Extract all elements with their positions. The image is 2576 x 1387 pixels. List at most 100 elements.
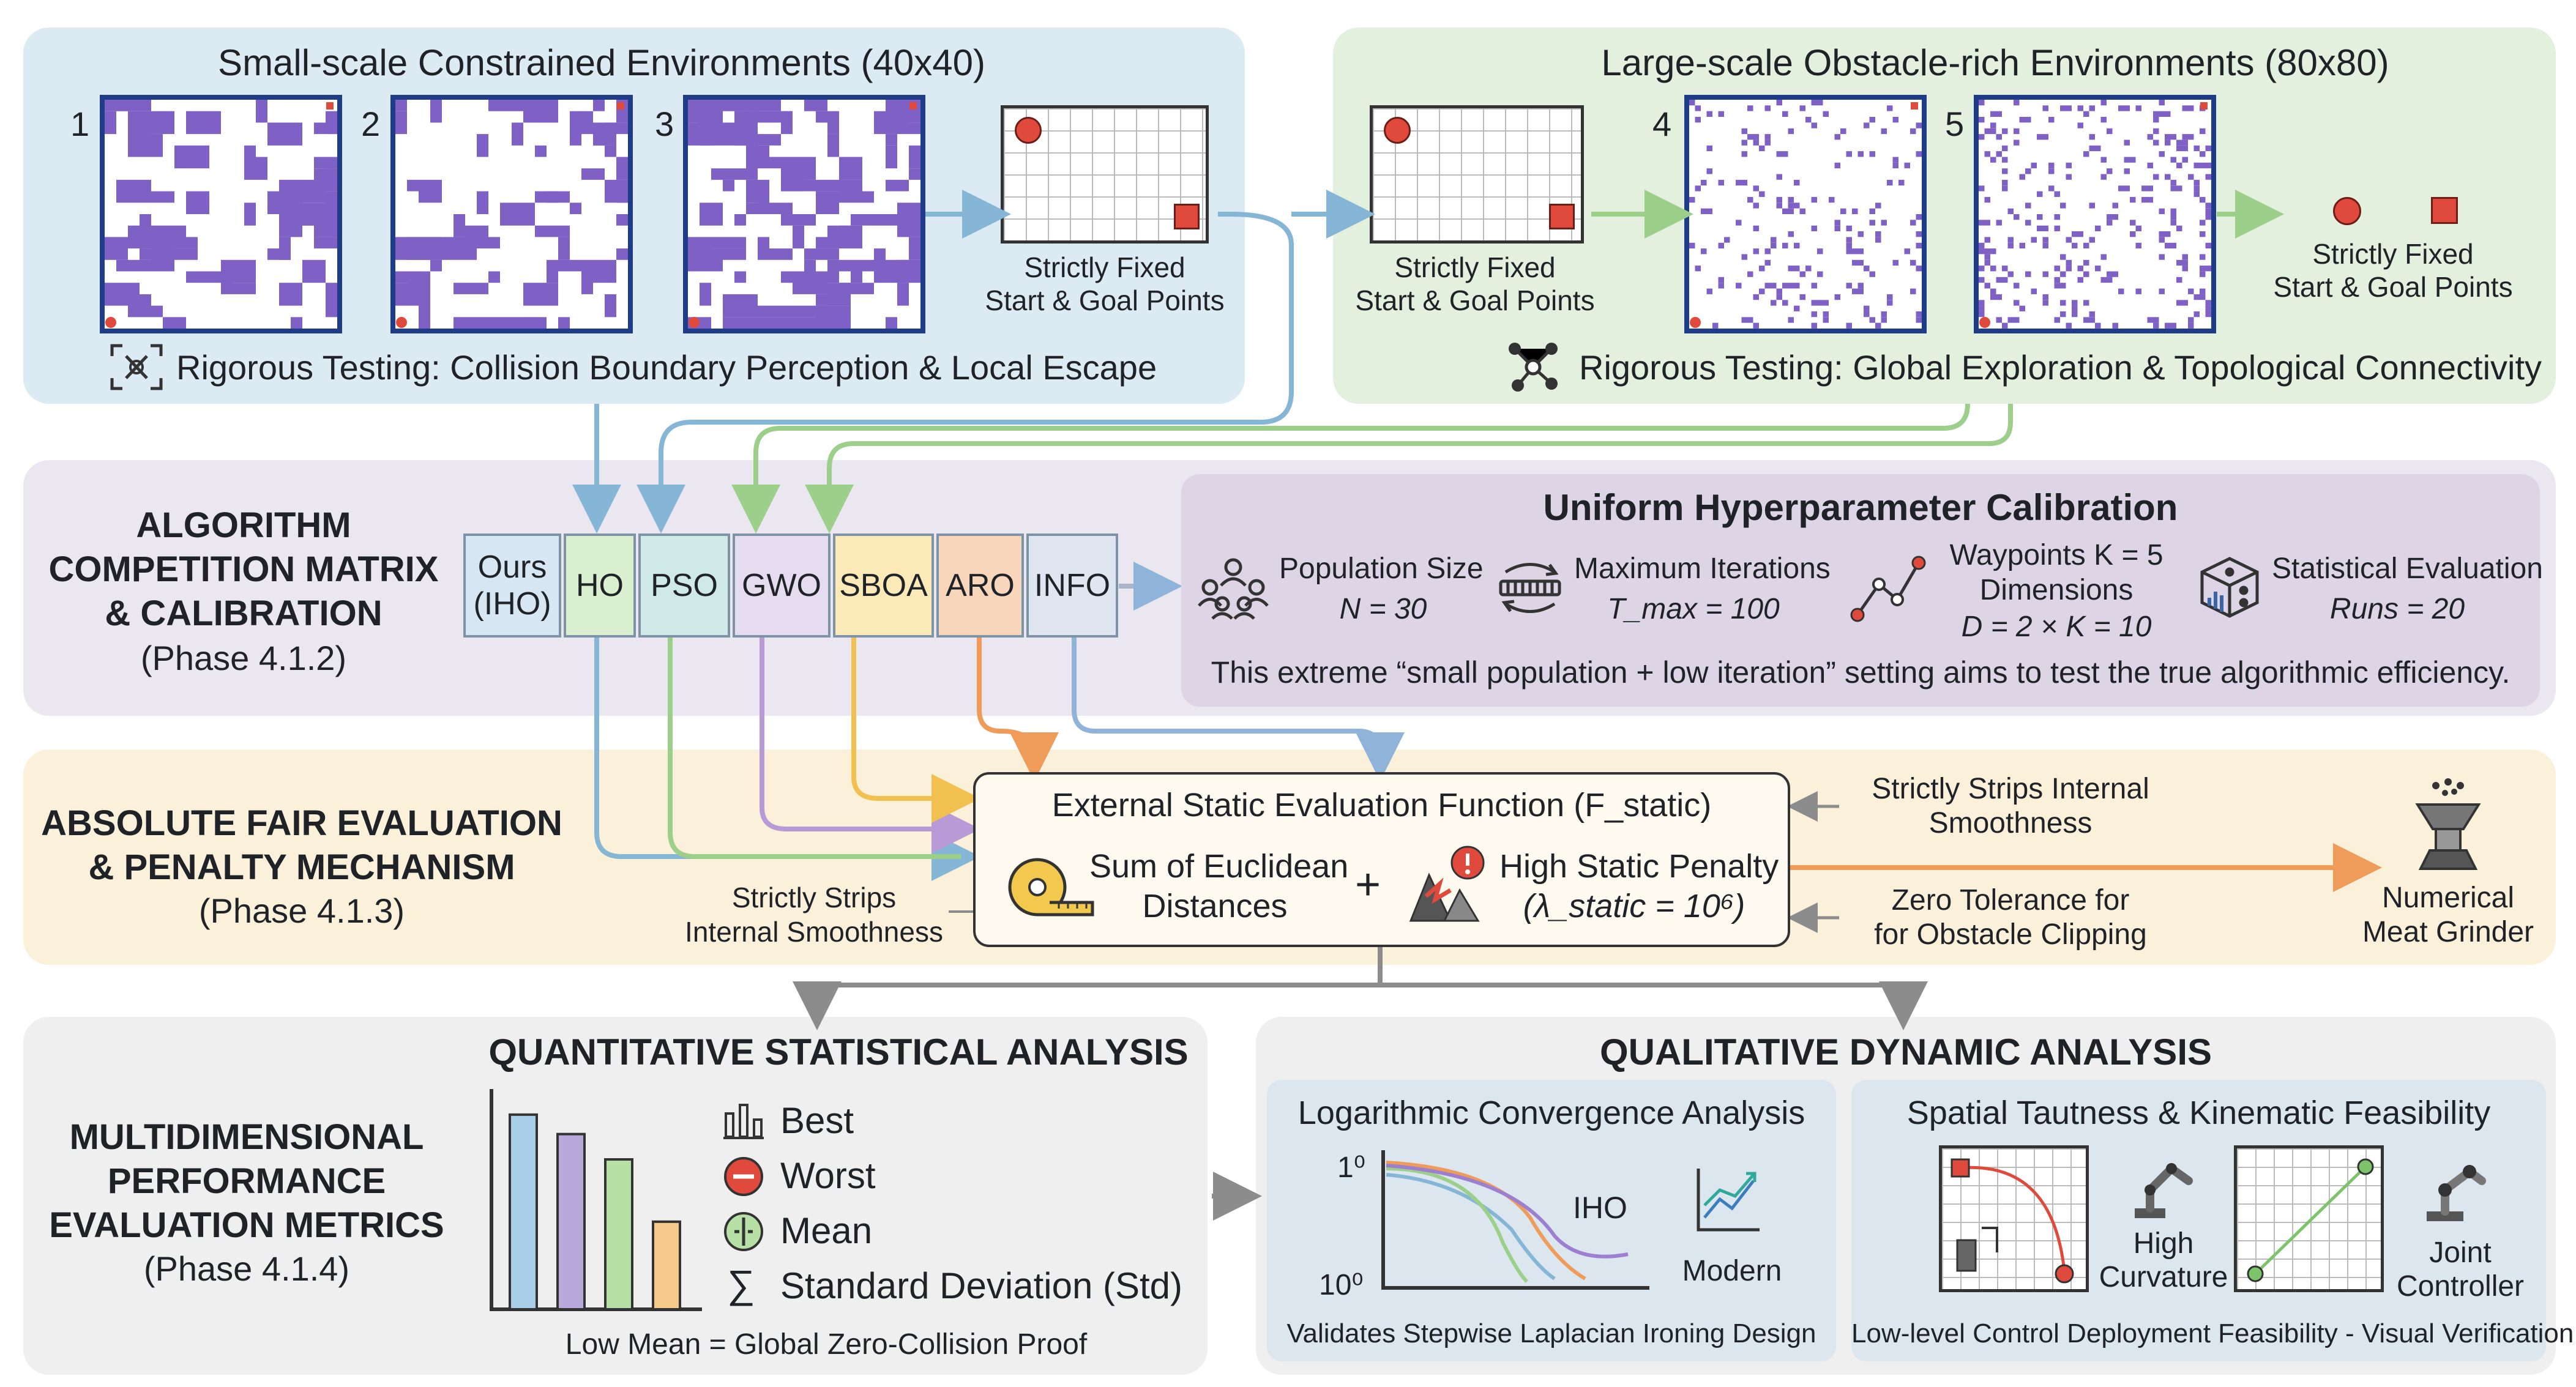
obstacle-cell (1887, 294, 1893, 300)
obstacle-cell (2153, 117, 2159, 123)
obstacle-cell (1852, 288, 1858, 294)
algo-label-ours-1: Ours (477, 549, 547, 585)
obstacle-cell (1846, 242, 1852, 249)
joint-controller-icon (2417, 1150, 2491, 1227)
obstacle-cell (2089, 105, 2095, 111)
obstacle-cell (2054, 266, 2060, 272)
obstacle-cell (326, 294, 337, 318)
goal-point-marker (1911, 102, 1918, 110)
obstacle-cell (2112, 271, 2118, 277)
obstacle-cell (2130, 196, 2136, 203)
obstacle-cell (1747, 196, 1753, 203)
obstacle-cell (1794, 203, 1800, 209)
obstacle-cell (174, 145, 209, 169)
obstacle-cell (1910, 288, 1916, 294)
obstacle-cell (2100, 174, 2107, 180)
obstacle-cell (1857, 248, 1864, 255)
obstacle-cell (1892, 117, 1898, 123)
obstacle-cell (1741, 151, 1747, 157)
obstacle-cell (2054, 317, 2060, 323)
obstacle-cell (105, 237, 128, 260)
high-curvature-1: High (2133, 1227, 2194, 1260)
algo-label-ho: HO (576, 568, 624, 603)
obstacle-cell (2048, 117, 2055, 123)
obstacle-cell (2176, 162, 2182, 169)
fixed-points-grid-large-a (1370, 105, 1584, 244)
obstacle-cell (547, 191, 570, 203)
obstacle-cell (1979, 185, 1985, 192)
obstacle-cell (1979, 134, 1985, 140)
obstacle-cell (2193, 294, 2200, 300)
obstacle-cell (163, 317, 186, 329)
obstacle-cell (1782, 283, 1788, 289)
obstacle-cell (804, 214, 816, 226)
obstacle-cell (2165, 111, 2171, 117)
obstacle-cell (547, 271, 558, 283)
obstacle-cell (279, 248, 291, 260)
obstacle-cell (302, 259, 326, 283)
obstacle-cell (1794, 283, 1800, 289)
obstacle-cell (2095, 225, 2101, 231)
straight-path-grid (2234, 1145, 2384, 1292)
obstacle-cell (151, 305, 163, 318)
obstacle-cell (723, 294, 758, 318)
obstacle-cell (2153, 139, 2159, 146)
map-number-4: 4 (1652, 105, 1672, 143)
obstacle-cell (2165, 242, 2171, 249)
obstacle-cell (616, 191, 628, 203)
obstacle-cell (781, 203, 793, 214)
obstacle-cell (558, 237, 570, 260)
obstacle-cell (151, 191, 174, 203)
obstacle-cell (1857, 283, 1864, 289)
obstacle-cell (746, 134, 781, 146)
obstacle-cell (256, 100, 267, 123)
population-value: N = 30 (1339, 593, 1427, 625)
obstacle-cell (2170, 157, 2176, 163)
obstacle-cell (2170, 208, 2176, 214)
obstacle-cell (419, 305, 430, 329)
obstacle-cell (1834, 220, 1840, 226)
obstacle-cell (2037, 191, 2043, 197)
obstacle-cell (1794, 179, 1800, 186)
obstacle-cell (1840, 128, 1846, 135)
obstacle-cell (2176, 259, 2182, 266)
obstacle-cell (2200, 271, 2206, 277)
obstacle-cell (2042, 271, 2048, 277)
obstacle-cell (116, 179, 151, 203)
obstacle-cell (1811, 311, 1817, 318)
obstacle-cell (244, 203, 256, 226)
obstacle-cell (1706, 168, 1712, 174)
obstacle-cell (734, 271, 746, 283)
obstacle-cell (1996, 277, 2002, 283)
obstacle-cell (1736, 283, 1742, 289)
algo-label-gwo: GWO (742, 568, 821, 603)
obstacle-cell (1990, 294, 1996, 300)
obstacle-cell (1979, 248, 1985, 255)
obstacle-cell (2014, 300, 2020, 306)
obstacle-cell (2066, 105, 2072, 111)
obstacle-cell (512, 317, 547, 329)
obstacle-cell (1689, 100, 1695, 106)
obstacle-cell (1846, 151, 1852, 157)
obstacle-cell (2159, 231, 2165, 237)
obstacle-cell (851, 214, 874, 226)
obstacle-cell (2165, 134, 2171, 140)
obstacle-cell (326, 191, 337, 214)
obstacle-cell (2170, 134, 2176, 140)
obstacle-cell (616, 214, 628, 226)
obstacle-cell (1724, 237, 1730, 243)
obstacle-cell (839, 225, 851, 237)
obstacle-cell (2153, 322, 2159, 329)
obstacle-cell (1892, 259, 1898, 266)
obstacle-cell (2095, 322, 2101, 329)
obstacle-cell (116, 100, 151, 111)
fixed-label-small-1: Strictly Fixed (1024, 251, 1185, 283)
obstacle-cell (1996, 294, 2002, 300)
obstacle-cell (1892, 157, 1898, 163)
obstacle-cell (233, 283, 256, 294)
iterations-value: T_max = 100 (1607, 593, 1780, 625)
obstacle-cell (2031, 237, 2037, 243)
obstacle-cell (2112, 322, 2118, 329)
obstacle-cell (2066, 259, 2072, 266)
obstacle-cell (430, 237, 442, 260)
